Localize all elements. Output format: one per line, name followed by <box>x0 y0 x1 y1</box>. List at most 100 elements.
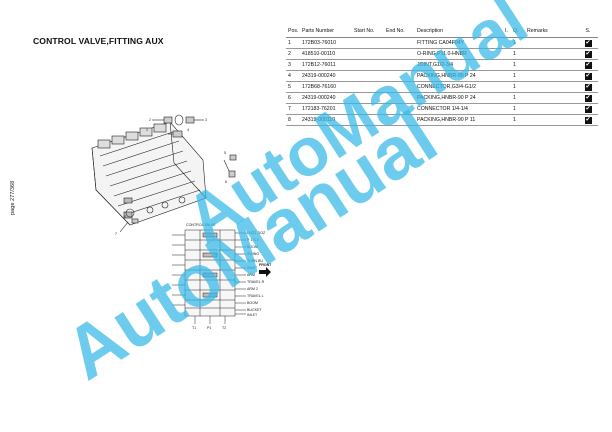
schematic-label: BOOM <box>247 245 258 249</box>
cell-end-no <box>384 114 415 126</box>
cell-pos: 5 <box>286 81 300 93</box>
front-label: FRONT <box>259 263 272 267</box>
cell-pos: 7 <box>286 103 300 115</box>
cell-parts-number: 24319-000110 <box>300 114 352 126</box>
cell-q: 1 <box>511 92 525 104</box>
cell-description: CONNECTOR,G3/4-G1/2 <box>415 81 503 93</box>
checkbox-checked-icon[interactable]: ✔ <box>584 94 592 102</box>
schematic-label: ARM <box>247 273 255 277</box>
cell-end-no <box>384 59 415 71</box>
cell-description: CONNECTOR 1/4-1/4 <box>415 103 503 115</box>
cell-remarks <box>525 70 578 82</box>
table-row: 2 418510-00110 O-RING,P11.0-HNBR 1 ✔ <box>286 48 598 60</box>
cell-start-no <box>352 92 384 104</box>
cell-start-no <box>352 48 384 60</box>
cell-q: 1 <box>511 114 525 126</box>
schematic-right-labels: DOZ1 DOZ P 1 S 2 BOOM SWING TURN BU INLE… <box>247 231 266 317</box>
cell-q: 1 <box>511 59 525 71</box>
front-indicator: FRONT <box>259 263 272 277</box>
cell-start-no <box>352 70 384 82</box>
schematic-label: ARM 2 <box>247 287 258 291</box>
header-parts-number: Parts Number <box>300 25 352 38</box>
callout-6: 6 <box>225 180 227 184</box>
cell-end-no <box>384 92 415 104</box>
cell-parts-number: 24319-000240 <box>300 92 352 104</box>
table-row: 7 172183-76201 CONNECTOR 1/4-1/4 1 ✔ <box>286 103 598 115</box>
table-row: 3 172B12-76011 JOINT,G1/2-3/4 1 ✔ <box>286 59 598 71</box>
cell-remarks <box>525 81 578 93</box>
cell-q: 1 <box>511 70 525 82</box>
schematic-label: TRAVEL L <box>247 294 264 298</box>
cell-end-no <box>384 103 415 115</box>
cell-i <box>503 92 511 104</box>
table-row: 8 24319-000110 PACKING,HNBR-90 P 11 1 ✔ <box>286 114 598 126</box>
header-start-no: Start No. <box>352 25 384 38</box>
cell-pos: 1 <box>286 37 300 49</box>
table-row: 4 24319-000240 PACKING,HNBR-90 P 24 1 ✔ <box>286 70 598 82</box>
cell-parts-number: 172B12-76011 <box>300 59 352 71</box>
callout-4: 4 <box>187 128 189 132</box>
schematic-label: INLET <box>247 266 258 270</box>
header-pos: Pos. <box>286 25 300 38</box>
valve-schematic: CONTROL VALVE <box>172 223 246 324</box>
cell-parts-number: 172183-76201 <box>300 103 352 115</box>
cell-remarks <box>525 48 578 60</box>
cell-i <box>503 81 511 93</box>
checkbox-checked-icon[interactable]: ✔ <box>584 116 592 124</box>
header-end-no: End No. <box>384 25 415 38</box>
header-s: S. <box>578 25 598 38</box>
schematic-port-label: P1 <box>207 326 211 330</box>
checkbox-checked-icon[interactable]: ✔ <box>584 105 592 113</box>
parts-table: Pos. Parts Number Start No. End No. Desc… <box>286 25 598 126</box>
valve-body-drawing <box>91 121 207 226</box>
cell-remarks <box>525 59 578 71</box>
cell-i <box>503 37 511 49</box>
schematic-label: DOZ1 DOZ <box>247 231 266 235</box>
cell-end-no <box>384 37 415 49</box>
checkbox-checked-icon[interactable]: ✔ <box>584 72 592 80</box>
cell-pos: 4 <box>286 70 300 82</box>
cell-start-no <box>352 103 384 115</box>
checkbox-checked-icon[interactable]: ✔ <box>584 83 592 91</box>
cell-remarks <box>525 92 578 104</box>
cell-description: PACKING,HNBR-90 P 11 <box>415 114 503 126</box>
cell-pos: 6 <box>286 92 300 104</box>
schematic-label: P 1 S 2 <box>247 238 259 242</box>
header-i: I. <box>503 25 511 38</box>
cell-remarks <box>525 114 578 126</box>
cell-start-no <box>352 81 384 93</box>
cell-parts-number: 418510-00110 <box>300 48 352 60</box>
table-row: 1 172B03-76010 FITTING CA04F04Y 1 ✔ <box>286 37 598 49</box>
cell-i <box>503 114 511 126</box>
schematic-label: SWING <box>247 252 259 256</box>
checkbox-checked-icon[interactable]: ✔ <box>584 39 592 47</box>
cell-start-no <box>352 59 384 71</box>
cell-end-no <box>384 48 415 60</box>
callout-1: 1 <box>146 128 148 132</box>
cell-description: PACKING,HNBR-90 P 24 <box>415 70 503 82</box>
cell-i <box>503 48 511 60</box>
cell-pos: 2 <box>286 48 300 60</box>
cell-i <box>503 70 511 82</box>
callout-5: 5 <box>224 151 226 155</box>
cell-description: JOINT,G1/2-3/4 <box>415 59 503 71</box>
callout-7: 7 <box>115 232 117 236</box>
callout-2: 2 <box>149 118 151 122</box>
cell-parts-number: 172B68-76160 <box>300 81 352 93</box>
schematic-bottom-labels: T1 P1 T2 <box>192 326 226 330</box>
schematic-label: TURN BU <box>247 259 263 263</box>
header-remarks: Remarks <box>525 25 578 38</box>
cell-q: 1 <box>511 48 525 60</box>
callout-8: 8 <box>124 215 126 219</box>
cell-end-no <box>384 81 415 93</box>
schematic-port-label: T2 <box>222 326 226 330</box>
cell-i <box>503 59 511 71</box>
cell-pos: 3 <box>286 59 300 71</box>
cell-remarks <box>525 37 578 49</box>
table-header-row: Pos. Parts Number Start No. End No. Desc… <box>286 25 598 38</box>
checkbox-checked-icon[interactable]: ✔ <box>584 50 592 58</box>
checkbox-checked-icon[interactable]: ✔ <box>584 61 592 69</box>
callout-labels: 1 2 3 4 5 6 7 8 <box>115 118 227 236</box>
cell-parts-number: 24319-000240 <box>300 70 352 82</box>
